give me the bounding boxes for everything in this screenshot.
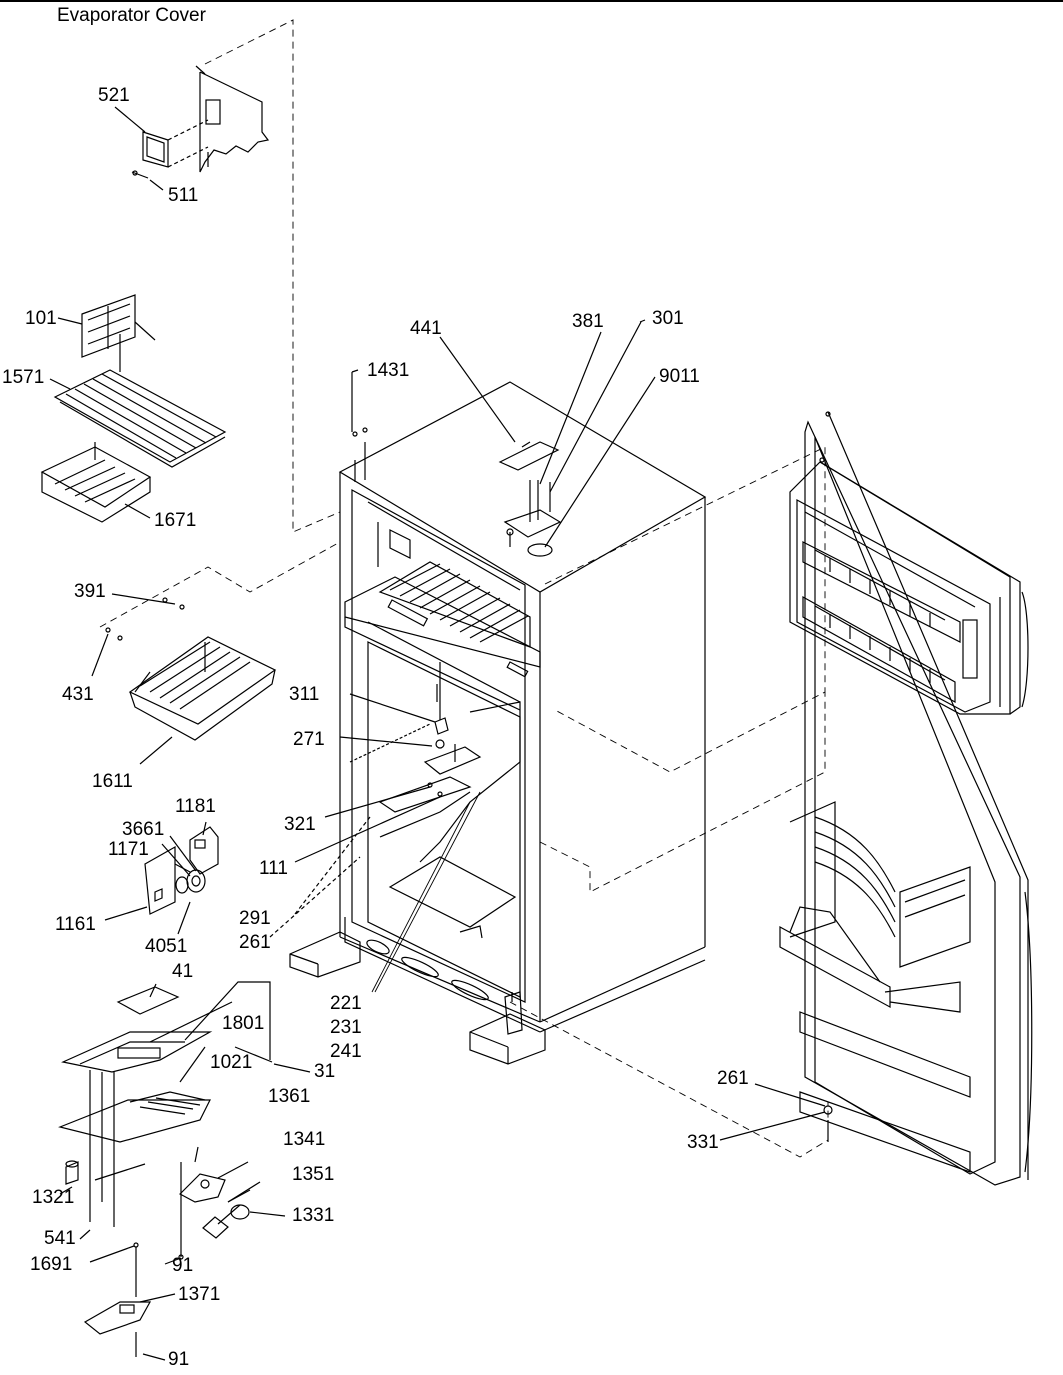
actuator-1341 — [179, 1173, 226, 1203]
callout-1431: 1431 — [367, 360, 410, 381]
evaporator-cover-label: Evaporator Cover — [57, 5, 206, 26]
callout-381: 381 — [572, 311, 604, 332]
motor-1331 — [217, 1204, 250, 1225]
callout-31: 31 — [314, 1061, 336, 1082]
cover-leader-line — [204, 19, 341, 533]
freezer-door — [789, 457, 1029, 715]
callout-321: 321 — [284, 814, 316, 835]
callout-331: 331 — [687, 1132, 719, 1153]
callout-541: 541 — [44, 1228, 76, 1249]
callout-231: 231 — [330, 1017, 362, 1038]
callout-291: 291 — [239, 908, 271, 929]
callout-1801: 1801 — [222, 1013, 265, 1034]
evaporator-cover-part — [195, 65, 270, 173]
callout-1331: 1331 — [292, 1205, 335, 1226]
center-hinge-parts — [378, 662, 482, 813]
fresh-food-door-leader — [539, 692, 826, 893]
bottom-hinge-leader — [509, 1001, 829, 1158]
fresh-food-door — [779, 411, 1033, 1186]
light-lens-521 — [142, 119, 209, 168]
screws-391-431 — [105, 597, 185, 641]
wire-shelf-1571 — [53, 369, 227, 468]
callout-1691: 1691 — [30, 1254, 73, 1275]
callout-511: 511 — [168, 185, 199, 206]
callout-1161: 1161 — [55, 914, 96, 935]
bottom-hinge — [504, 991, 523, 1035]
callout-1341: 1341 — [283, 1129, 326, 1150]
callout-241: 241 — [330, 1041, 362, 1062]
top-hinge-parts — [503, 480, 562, 557]
callout-111: 111 — [259, 858, 288, 879]
wire-shelf-1611 — [128, 636, 277, 741]
callout-4051: 4051 — [145, 936, 188, 957]
hinge-cover-441 — [498, 441, 560, 471]
callout-441: 441 — [410, 318, 442, 339]
callout-41: 41 — [172, 961, 194, 982]
freezer-door-leader — [544, 446, 826, 773]
callout-261-door: 261 — [717, 1068, 749, 1089]
callout-3661: 3661 — [122, 819, 165, 840]
callout-1321: 1321 — [32, 1187, 75, 1208]
callout-271: 271 — [293, 729, 325, 750]
callout-261-cabinet: 261 — [239, 932, 271, 953]
thermostat-housing-1181 — [189, 826, 219, 875]
callout-101: 101 — [25, 308, 57, 329]
actuator-paddle-1371 — [83, 1301, 152, 1335]
control-bracket-1161 — [144, 845, 191, 915]
callout-1171: 1171 — [108, 839, 149, 860]
callout-521: 521 — [98, 85, 130, 106]
callout-91-lower: 91 — [168, 1349, 190, 1370]
callout-91-upper: 91 — [172, 1255, 194, 1276]
callout-391: 391 — [74, 581, 106, 602]
wire-basket-1671 — [40, 442, 152, 523]
callout-301: 301 — [652, 308, 684, 329]
callout-1021: 1021 — [210, 1052, 253, 1073]
callout-221: 221 — [330, 993, 362, 1014]
callout-311: 311 — [289, 684, 320, 705]
cap-1321 — [65, 1160, 79, 1185]
tube-31 — [184, 981, 273, 1063]
solenoid-1351 — [202, 1189, 251, 1239]
callout-1611: 1611 — [92, 771, 133, 792]
callout-1361: 1361 — [268, 1086, 311, 1107]
screw-511 — [131, 170, 149, 179]
dispenser-part-41 — [116, 983, 180, 1015]
callout-431: 431 — [62, 684, 94, 705]
drip-tray-1021 — [58, 1091, 211, 1143]
callout-1371: 1371 — [178, 1284, 221, 1305]
callout-9011: 9011 — [659, 366, 700, 387]
shelf-divider-101 — [81, 294, 156, 372]
callout-1671: 1671 — [154, 510, 197, 531]
shelf-leader-line — [99, 541, 341, 628]
cabinet — [338, 381, 707, 1033]
callout-1181: 1181 — [175, 796, 216, 817]
leveling-feet — [289, 931, 546, 1065]
knob-3661 — [186, 869, 206, 893]
dispenser-housing-1801 — [61, 1001, 233, 1073]
callout-1571: 1571 — [2, 367, 45, 388]
callout-1351: 1351 — [292, 1164, 335, 1185]
bulb-1171 — [175, 876, 189, 894]
